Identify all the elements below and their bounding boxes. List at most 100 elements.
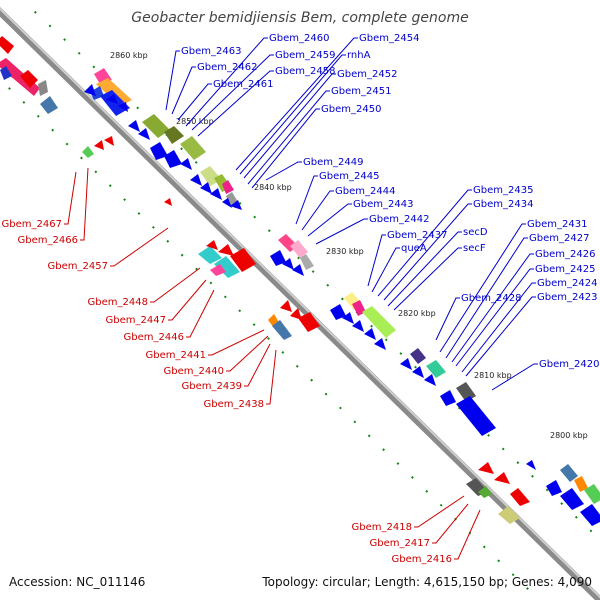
gene-label: Gbem_2431 <box>527 219 587 230</box>
upper-gene-arrow <box>200 182 212 194</box>
upper-gene <box>0 66 12 80</box>
leader-line <box>393 247 462 311</box>
kbp-label: 2800 kbp <box>550 431 588 440</box>
leader-line <box>377 189 472 297</box>
leader-line <box>367 234 386 287</box>
gene-label: Gbem_2457 <box>48 261 108 272</box>
lower-gene <box>214 256 240 278</box>
gene-label: Gbem_2418 <box>352 522 412 533</box>
leader-line <box>439 223 526 353</box>
gene-label: Gbem_2426 <box>535 249 595 260</box>
upper-gene-arrow <box>412 366 424 378</box>
gene-label: Gbem_2428 <box>461 293 521 304</box>
genome-backbone <box>0 6 600 604</box>
backbone-highlight <box>0 7 600 599</box>
leader-line <box>461 282 536 373</box>
upper-gene <box>574 476 588 492</box>
upper-gene <box>330 304 346 320</box>
gene-label: Gbem_2461 <box>213 79 273 90</box>
kbp-label: 2830 kbp <box>326 247 364 256</box>
leader-line <box>295 175 318 225</box>
upper-gene <box>164 150 182 168</box>
gene-label: Gbem_2447 <box>106 315 166 326</box>
upper-gene <box>270 250 286 266</box>
leader-line <box>177 83 212 121</box>
upper-features <box>0 36 600 526</box>
upper-gene <box>440 390 456 406</box>
leader-line <box>64 171 77 225</box>
leader-line <box>383 203 472 301</box>
leader-line <box>251 108 320 189</box>
leader-line <box>445 237 528 359</box>
upper-gene <box>546 480 562 496</box>
map-title: Geobacter bemidjiensis Bem, complete gen… <box>131 10 468 26</box>
gene-label: Gbem_2424 <box>537 278 597 289</box>
gene-label: Gbem_2434 <box>473 199 533 210</box>
accession-text: Accession: NC_011146 <box>9 575 145 589</box>
leader-line <box>301 190 334 231</box>
lower-gene <box>198 246 222 264</box>
kbp-label: 2850 kbp <box>176 117 214 126</box>
gene-label: Gbem_2463 <box>181 46 241 57</box>
leader-line <box>247 90 330 185</box>
upper-gene <box>142 114 170 138</box>
gene-label: Gbem_2448 <box>88 297 148 308</box>
gene-label: Gbem_2444 <box>335 186 395 197</box>
leader-line <box>171 66 196 115</box>
lower-gene <box>478 486 492 498</box>
gene-label: Gbem_2458 <box>275 66 335 77</box>
gene-label: Gbem_2450 <box>321 104 381 115</box>
gene-label: Gbem_2427 <box>529 233 589 244</box>
leader-line <box>185 37 268 127</box>
kbp-label: 2820 kbp <box>398 309 436 318</box>
leader-line <box>244 343 271 387</box>
upper-gene <box>300 254 314 270</box>
upper-gene-arrow <box>138 128 150 140</box>
upper-gene-arrow <box>282 258 294 270</box>
lower-gene-arrow <box>290 308 302 320</box>
gene-label: Gbem_2417 <box>370 538 430 549</box>
leader-line <box>80 167 89 241</box>
leader-line <box>191 54 274 131</box>
gene-label: Gbem_2454 <box>359 33 419 44</box>
upper-gene <box>0 36 14 54</box>
gene-label: Gbem_2420 <box>539 359 599 370</box>
leader-line <box>307 203 352 237</box>
upper-gene-arrow <box>400 358 412 370</box>
upper-gene <box>290 240 308 258</box>
lower-features <box>82 136 530 524</box>
upper-gene <box>456 382 476 402</box>
lower-gene-arrow <box>206 240 218 250</box>
gene-label: Gbem_2441 <box>146 350 206 361</box>
leader-line <box>165 50 180 111</box>
leader-line <box>150 267 201 303</box>
lower-leader-lines <box>64 167 481 560</box>
upper-gene <box>40 96 58 114</box>
upper-gene-arrow <box>106 94 118 104</box>
leader-line <box>465 296 536 377</box>
gene-label: Gbem_2443 <box>353 199 413 210</box>
upper-gene-arrow <box>526 460 536 470</box>
upper-gene-arrow <box>180 158 192 170</box>
lower-gene <box>510 488 530 506</box>
lower-gene-arrow <box>494 472 510 484</box>
lower-gene-labels: Gbem_2467 Gbem_2466 Gbem_2457 Gbem_2448 … <box>2 219 452 565</box>
leader-line <box>197 70 274 137</box>
lower-gene-arrow <box>104 136 114 146</box>
gene-label: Gbem_2459 <box>275 50 335 61</box>
upper-gene <box>410 348 426 364</box>
upper-gene-arrow <box>84 84 96 96</box>
upper-gene <box>426 360 446 378</box>
upper-leader-lines <box>165 37 538 391</box>
lower-gene-arrow <box>164 198 172 206</box>
upper-gene <box>164 126 184 144</box>
upper-gene-arrow <box>128 120 140 132</box>
gene-label: rnhA <box>347 50 371 61</box>
upper-gene-arrow <box>374 338 386 350</box>
gene-label: Gbem_2439 <box>182 381 242 392</box>
upper-gene-arrow <box>222 198 232 208</box>
leader-line <box>110 227 169 267</box>
upper-gene-arrow <box>118 102 128 112</box>
